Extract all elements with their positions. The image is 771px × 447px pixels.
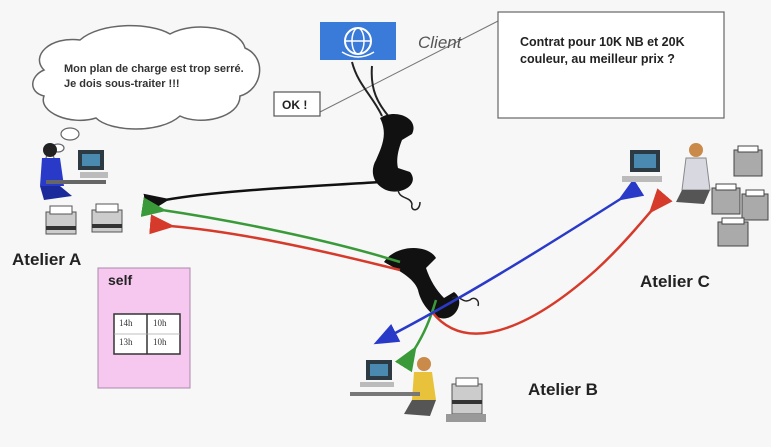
contract-box	[319, 11, 725, 119]
printer-icon	[741, 189, 769, 221]
telephone-handset-icon	[384, 247, 480, 319]
operator-computer-icon	[40, 143, 108, 200]
self-cell: 13h	[119, 337, 133, 347]
link-red-to-atelier-c	[431, 188, 673, 335]
ok-box	[273, 91, 321, 117]
contract-text: Contrat pour 10K NB et 20K couleur, au m…	[520, 35, 685, 66]
thought-bubble-text: Mon plan de charge est trop serré. Je do…	[64, 63, 244, 90]
printer-icon	[733, 145, 763, 177]
client-logo	[320, 22, 396, 60]
self-cell: 10h	[153, 337, 167, 347]
phone-cord-client	[351, 61, 391, 119]
printer-icon	[711, 183, 741, 215]
printer-icon	[91, 203, 123, 233]
self-cell: 10h	[153, 318, 167, 328]
client-label: Client	[418, 33, 462, 52]
link-green-to-atelier-b	[394, 299, 438, 373]
atelier-a-label: Atelier A	[12, 250, 82, 269]
self-panel	[97, 267, 191, 389]
atelier-a-workstation	[40, 143, 123, 235]
printer-icon	[45, 205, 77, 235]
telephone-handset-icon	[372, 113, 421, 211]
link-blue-atelier-b-to-c	[373, 178, 645, 345]
self-panel-label: self	[108, 272, 133, 288]
atelier-c-workstation	[622, 143, 769, 247]
link-client-to-atelier-a	[143, 180, 381, 214]
thought-bubble	[32, 24, 261, 162]
atelier-b-label: Atelier B	[528, 380, 598, 399]
link-green-to-atelier-a	[140, 197, 401, 264]
globe-logo-icon	[341, 27, 375, 58]
operator-computer-icon	[622, 143, 711, 204]
operator-computer-icon	[350, 357, 436, 416]
atelier-c-label: Atelier C	[640, 272, 710, 291]
ok-label: OK !	[282, 98, 308, 112]
atelier-b-workstation	[350, 357, 486, 422]
self-cell: 14h	[119, 318, 133, 328]
link-red-to-atelier-a	[149, 214, 401, 272]
printer-icon	[717, 217, 749, 247]
printer-icon	[446, 377, 486, 422]
